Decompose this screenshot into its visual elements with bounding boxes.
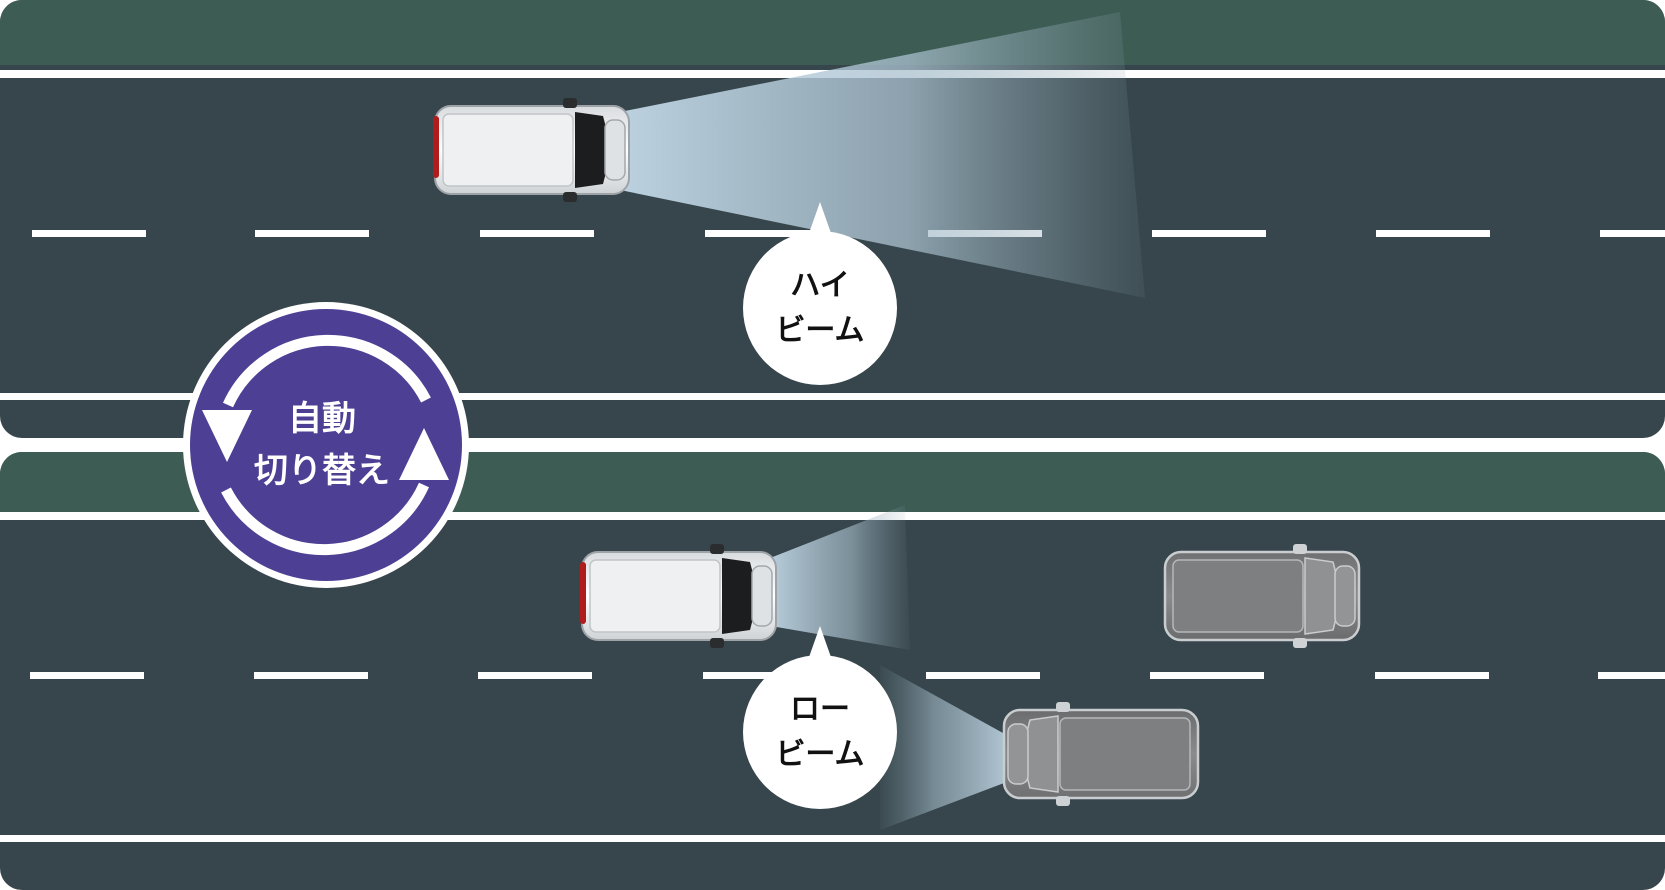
own-vehicle-bottom <box>580 544 777 648</box>
low-beam-label-line2: ビーム <box>775 737 864 772</box>
auto-switch-label-line2: 切り替え <box>254 451 390 491</box>
auto-switch-badge: 自動 切り替え <box>183 302 469 588</box>
low-beam-label-line1: ロー <box>790 692 850 727</box>
bottom-road-bottom-line <box>0 835 1665 842</box>
low-beam-light <box>765 505 910 650</box>
preceding-vehicle <box>1163 544 1361 648</box>
own-vehicle-top <box>433 98 630 202</box>
high-beam-light <box>620 12 1145 298</box>
auto-switch-label-line1: 自動 <box>288 399 356 439</box>
arrow-head-right-icon <box>399 428 449 480</box>
low-beam-bubble: ロー ビーム <box>743 626 897 809</box>
oncoming-vehicle-light <box>880 665 1012 830</box>
arrow-head-left-icon <box>202 410 252 462</box>
high-beam-bubble: ハイ ビーム <box>743 202 897 385</box>
circular-arrows-icon <box>221 334 431 556</box>
bottom-road-center-dashes <box>30 672 1665 679</box>
high-beam-label-line2: ビーム <box>775 313 864 348</box>
bottom-road-edge-line <box>0 512 1665 520</box>
oncoming-vehicle <box>1002 702 1200 806</box>
high-beam-label-line1: ハイ <box>790 268 849 303</box>
top-road-bottom-line <box>0 393 1665 400</box>
